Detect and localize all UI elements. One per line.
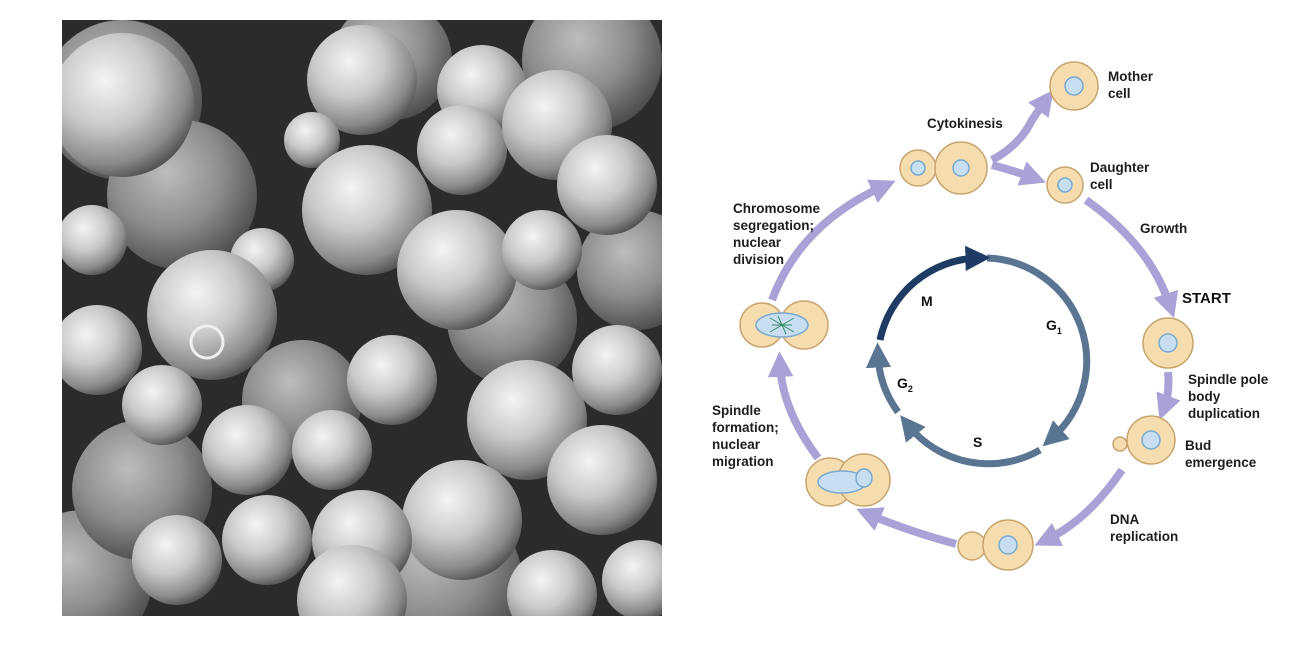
phase-g2-label: G2	[897, 375, 913, 394]
bud-emergence-cell	[1112, 415, 1176, 465]
yeast-cell-shape	[202, 405, 292, 495]
phase-s-label: S	[973, 434, 982, 450]
yeast-cell-shape	[557, 135, 657, 235]
yeast-cell-shape	[417, 105, 507, 195]
arrow-to-mother-cell	[990, 89, 1054, 164]
yeast-cell-shape	[402, 460, 522, 580]
start-cell	[1142, 317, 1194, 369]
yeast-cell-shape	[62, 33, 194, 177]
phase-g1-label: G1	[1046, 317, 1062, 336]
spindle-formation-cell	[805, 453, 891, 507]
label-spindle-pole: Spindle pole body duplication	[1188, 372, 1269, 421]
m-arc	[876, 245, 991, 341]
g2-arc	[865, 342, 901, 415]
label-chromosome-line: segregation;	[733, 218, 814, 233]
arrow-spindle-formation	[856, 507, 958, 548]
arrow-to-chromosome-segregation	[767, 351, 822, 461]
label-daughter: Daughter cell	[1090, 160, 1150, 192]
label-spindle-pole-line: Spindle pole	[1188, 372, 1269, 387]
label-bud: Bud emergence	[1185, 438, 1257, 470]
label-spindle-formation-line: Spindle	[712, 403, 761, 418]
label-mother: Mother cell	[1108, 69, 1154, 101]
yeast-cell-shape	[122, 365, 202, 445]
label-chromosome-line: division	[733, 252, 784, 267]
cells	[739, 61, 1194, 571]
yeast-cell-shape	[147, 250, 277, 380]
phase-ring	[865, 245, 1091, 468]
yeast-cell-shape	[347, 335, 437, 425]
yeast-cell-shape	[222, 495, 312, 585]
label-mother-line: Mother	[1108, 69, 1154, 84]
label-spindle-formation-line: formation;	[712, 420, 779, 435]
yeast-cell-shape	[297, 545, 407, 616]
yeast-cell-shape	[602, 540, 662, 616]
label-chromosome-line: Chromosome	[733, 201, 821, 216]
label-start-line: START	[1182, 290, 1231, 307]
label-growth-line: Growth	[1140, 221, 1187, 236]
label-dna: DNA replication	[1110, 512, 1178, 544]
label-start: START	[1182, 290, 1231, 307]
yeast-cell-shape	[397, 210, 517, 330]
label-mother-line: cell	[1108, 86, 1131, 101]
yeast-cell-shape	[577, 210, 662, 330]
label-chromosome-line: nuclear	[733, 235, 782, 250]
yeast-cell-shape	[502, 210, 582, 290]
s-arc	[900, 415, 1042, 468]
mother-cell	[1049, 61, 1099, 111]
yeast-cell-shape	[284, 112, 340, 168]
daughter-cell	[1046, 166, 1084, 204]
dna-replication-cell	[957, 519, 1034, 571]
yeast-cell-shape	[507, 550, 597, 616]
arrow-spindle-pole	[1156, 371, 1181, 420]
arrow-to-cytokinesis	[768, 179, 896, 302]
yeast-cell-shape	[62, 305, 142, 395]
g1-arc	[986, 254, 1091, 447]
cytokinesis-cells	[899, 141, 988, 195]
bud-scar-ring	[189, 324, 225, 360]
label-cytokinesis-line: Cytokinesis	[927, 116, 1003, 131]
label-daughter-line: cell	[1090, 177, 1113, 192]
yeast-cell-shape	[292, 410, 372, 490]
yeast-cell-shape	[62, 205, 127, 275]
yeast-cell-shape	[307, 25, 417, 135]
label-dna-line: replication	[1110, 529, 1178, 544]
yeast-cell-shape	[302, 145, 432, 275]
label-daughter-line: Daughter	[1090, 160, 1150, 175]
label-chromosome: Chromosome segregation; nuclear division	[733, 201, 821, 267]
yeast-cell-shape	[572, 325, 662, 415]
arrow-growth	[1083, 196, 1179, 319]
label-spindle-formation-line: nuclear	[712, 437, 761, 452]
arrow-to-daughter-cell	[990, 161, 1046, 186]
label-spindle-formation-line: migration	[712, 454, 774, 469]
arrow-dna-replication	[1034, 467, 1126, 547]
label-spindle-pole-line: body	[1188, 389, 1221, 404]
outer-cycle-arrows	[767, 89, 1181, 548]
phase-m-label: M	[921, 293, 933, 309]
label-growth: Growth	[1140, 221, 1187, 236]
label-cytokinesis: Cytokinesis	[927, 116, 1003, 131]
label-bud-line: Bud	[1185, 438, 1211, 453]
label-spindle-formation: Spindle formation; nuclear migration	[712, 403, 779, 469]
yeast-micrograph-image	[62, 20, 662, 616]
label-spindle-pole-line: duplication	[1188, 406, 1260, 421]
yeast-cell-shape	[547, 425, 657, 535]
label-bud-line: emergence	[1185, 455, 1257, 470]
nuclear-division-cell	[739, 300, 829, 350]
yeast-cell-shape	[132, 515, 222, 605]
label-dna-line: DNA	[1110, 512, 1139, 527]
